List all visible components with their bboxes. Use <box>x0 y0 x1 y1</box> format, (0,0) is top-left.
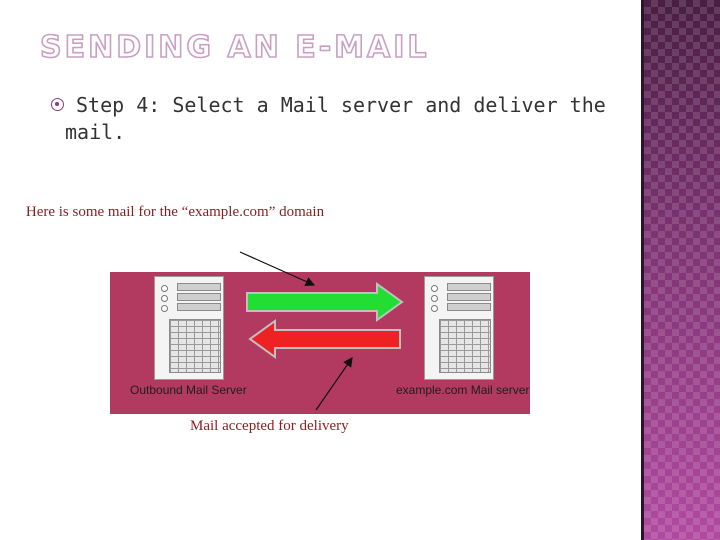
destination-server-label: example.com Mail server <box>396 383 530 397</box>
bullet-text: Step 4: Select a Mail server and deliver… <box>65 93 606 144</box>
bullet-point: Step 4: Select a Mail server and deliver… <box>51 92 625 146</box>
forward-arrow-icon <box>246 282 404 322</box>
circled-dot-icon <box>51 98 64 111</box>
arrows <box>246 282 404 359</box>
return-arrow-icon <box>248 319 401 359</box>
caption-mail-accepted: Mail accepted for delivery <box>190 418 349 434</box>
outbound-server-icon <box>154 276 224 380</box>
decorative-sidebar <box>641 0 720 540</box>
mail-transfer-diagram: Outbound Mail Server example.com Mail se… <box>110 272 530 414</box>
slide-title: SENDING AN E-MAIL <box>39 29 430 66</box>
destination-server-icon <box>424 276 494 380</box>
outbound-server-label: Outbound Mail Server <box>130 383 247 397</box>
caption-mail-for-domain: Here is some mail for the “example.com” … <box>25 204 325 220</box>
